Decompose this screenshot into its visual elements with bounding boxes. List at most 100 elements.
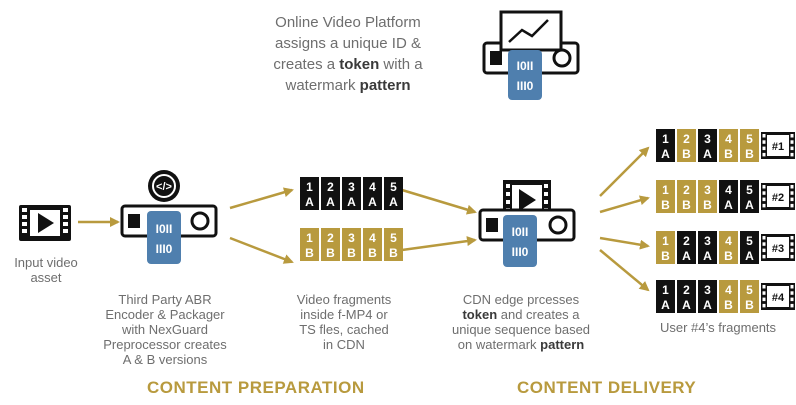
tag-window bbox=[767, 237, 789, 258]
platform-line-4: watermark pattern bbox=[285, 77, 411, 94]
chip-text-1: I0II bbox=[512, 225, 529, 239]
fragment-number: 3 bbox=[348, 180, 355, 194]
user-tag-icon: #1 bbox=[761, 132, 795, 159]
arrow-b-stream-to-cdn bbox=[401, 236, 477, 252]
fragment-number: 1 bbox=[662, 234, 669, 248]
content-delivery-heading: CONTENT DELIVERY bbox=[517, 378, 697, 397]
chip-text-2: III0 bbox=[512, 245, 529, 259]
flow-arrows bbox=[78, 146, 650, 292]
fragments-label: Video fragments inside f-MP4 or TS fles,… bbox=[296, 292, 392, 352]
stream-b-fragment-3: 3B bbox=[342, 228, 361, 261]
fragment-letter: A bbox=[368, 195, 377, 209]
fragment-number: 1 bbox=[662, 183, 669, 197]
fragment-number: 3 bbox=[704, 283, 711, 297]
tag-sprocket bbox=[790, 191, 794, 195]
tag-sprocket bbox=[762, 303, 766, 308]
user-2-fragment-1: 1B bbox=[656, 180, 675, 213]
fragment-letter: A bbox=[326, 195, 335, 209]
fragment-number: 2 bbox=[327, 180, 334, 194]
fragment-number: 1 bbox=[306, 180, 313, 194]
fragment-letter: B bbox=[724, 298, 733, 312]
fragment-letter: B bbox=[745, 147, 754, 161]
fragment-letter: B bbox=[682, 198, 691, 212]
stream-a-fragment-5: 5A bbox=[384, 177, 403, 210]
fragment-number: 5 bbox=[390, 231, 397, 245]
arrow-cdn-to-user-4 bbox=[599, 249, 650, 292]
arrow-a-stream-to-cdn bbox=[401, 188, 477, 215]
fragment-number: 2 bbox=[683, 132, 690, 146]
tag-sprocket bbox=[790, 297, 794, 302]
user-4-fragment-2: 2A bbox=[677, 280, 696, 313]
tag-sprocket bbox=[790, 303, 794, 308]
tag-sprocket bbox=[762, 285, 766, 289]
user-4-fragment-1: 1A bbox=[656, 280, 675, 313]
code-icon-text: </> bbox=[156, 181, 172, 193]
arrow-cdn-to-user-3 bbox=[599, 236, 650, 250]
stream-b-fragment-2: 2B bbox=[321, 228, 340, 261]
fragment-box bbox=[321, 177, 340, 210]
fragment-box bbox=[656, 180, 675, 213]
user-2-fragment-3: 3B bbox=[698, 180, 717, 213]
platform-line-1: Online Video Platform bbox=[275, 14, 421, 31]
tag-sprocket bbox=[762, 242, 766, 246]
fragment-number: 5 bbox=[746, 234, 753, 248]
fragment-number: 4 bbox=[369, 180, 376, 194]
fragment-box bbox=[342, 177, 361, 210]
tag-sprocket bbox=[762, 134, 766, 138]
user-2-fragment-5: 5A bbox=[740, 180, 759, 213]
tag-sprocket bbox=[790, 134, 794, 138]
fragment-box bbox=[740, 180, 759, 213]
platform-description: Online Video Platform assigns a unique I… bbox=[236, 12, 460, 96]
user-3-fragment-2: 2A bbox=[677, 231, 696, 264]
fragment-letter: A bbox=[703, 249, 712, 263]
tag-window bbox=[767, 286, 789, 307]
fragment-number: 3 bbox=[704, 132, 711, 146]
fragment-letter: B bbox=[661, 198, 670, 212]
tag-sprocket bbox=[790, 242, 794, 246]
encoder-label: Third Party ABR Encoder & Packager with … bbox=[103, 292, 227, 367]
fragment-box bbox=[656, 231, 675, 264]
fragment-letter: A bbox=[347, 195, 356, 209]
fragment-number: 1 bbox=[306, 231, 313, 245]
fragment-box bbox=[656, 280, 675, 313]
fragment-letter: A bbox=[745, 198, 754, 212]
tag-sprocket bbox=[790, 254, 794, 259]
encoder-packager-icon: </> I0II III0 bbox=[120, 170, 218, 264]
user-tag-icon: #3 bbox=[761, 234, 795, 261]
tag-sprocket bbox=[790, 185, 794, 189]
fragment-box bbox=[677, 129, 696, 162]
user-tag-text: #3 bbox=[772, 243, 784, 255]
tag-sprocket bbox=[790, 140, 794, 144]
arrow-cdn-to-user-1 bbox=[599, 146, 650, 197]
fragment-number: 1 bbox=[662, 132, 669, 146]
user-1-fragment-1: 1A bbox=[656, 129, 675, 162]
tag-sprocket bbox=[762, 254, 766, 259]
fragment-letter: A bbox=[703, 298, 712, 312]
fragment-number: 5 bbox=[746, 283, 753, 297]
fragment-number: 4 bbox=[725, 132, 732, 146]
fragment-box bbox=[363, 177, 382, 210]
fragment-box bbox=[698, 180, 717, 213]
stream-b-fragment-1: 1B bbox=[300, 228, 319, 261]
fragment-letter: A bbox=[682, 298, 691, 312]
tag-sprocket bbox=[790, 291, 794, 295]
fragment-box bbox=[384, 177, 403, 210]
fragment-letter: B bbox=[305, 246, 314, 260]
fragment-letter: A bbox=[661, 147, 670, 161]
fragment-number: 3 bbox=[348, 231, 355, 245]
fragment-box bbox=[677, 280, 696, 313]
user-1-fragment-4: 4B bbox=[719, 129, 738, 162]
user-4-fragment-5: 5B bbox=[740, 280, 759, 313]
tag-sprocket bbox=[790, 248, 794, 253]
fragment-number: 1 bbox=[662, 283, 669, 297]
fragment-box bbox=[698, 129, 717, 162]
tag-sprocket bbox=[762, 197, 766, 202]
arrow-encoder-to-b-stream bbox=[229, 236, 294, 264]
stream-a-fragment-4: 4A bbox=[363, 177, 382, 210]
fragment-letter: A bbox=[745, 249, 754, 263]
content-preparation-heading: CONTENT PREPARATION bbox=[147, 378, 365, 397]
tag-sprocket bbox=[762, 140, 766, 144]
fragment-number: 4 bbox=[725, 183, 732, 197]
